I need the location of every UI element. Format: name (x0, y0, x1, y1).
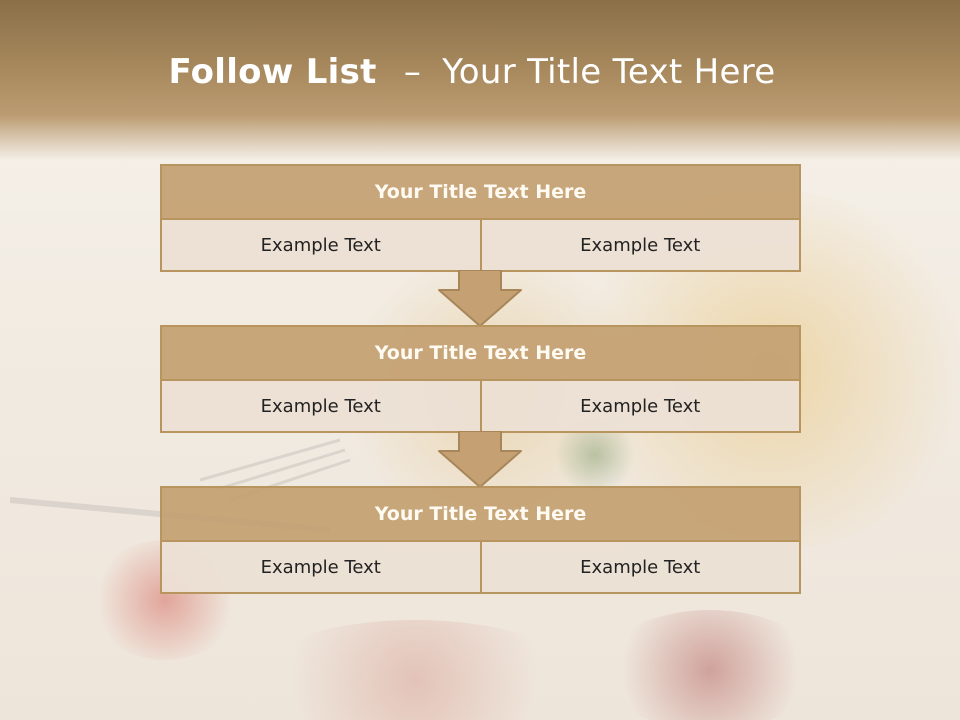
block-cell-left: Example Text (160, 542, 482, 594)
block-row: Example Text Example Text (160, 381, 801, 433)
down-arrow-icon (438, 270, 522, 327)
block-row: Example Text Example Text (160, 542, 801, 594)
list-block-3: Your Title Text Here Example Text Exampl… (160, 486, 801, 594)
list-block-1: Your Title Text Here Example Text Exampl… (160, 164, 801, 272)
block-row: Example Text Example Text (160, 220, 801, 272)
block-title: Your Title Text Here (160, 486, 801, 542)
page-title-dash: – (403, 52, 422, 92)
page-title: Follow List – Your Title Text Here (0, 52, 944, 92)
page-title-rest: Your Title Text Here (442, 52, 776, 92)
block-title: Your Title Text Here (160, 164, 801, 220)
page-title-bold: Follow List (168, 52, 377, 92)
block-cell-left: Example Text (160, 220, 482, 272)
block-cell-right: Example Text (481, 220, 801, 272)
block-cell-right: Example Text (481, 542, 801, 594)
block-title: Your Title Text Here (160, 325, 801, 381)
header-band (0, 0, 960, 160)
block-cell-right: Example Text (481, 381, 801, 433)
list-block-2: Your Title Text Here Example Text Exampl… (160, 325, 801, 433)
down-arrow-icon (438, 431, 522, 488)
block-cell-left: Example Text (160, 381, 482, 433)
